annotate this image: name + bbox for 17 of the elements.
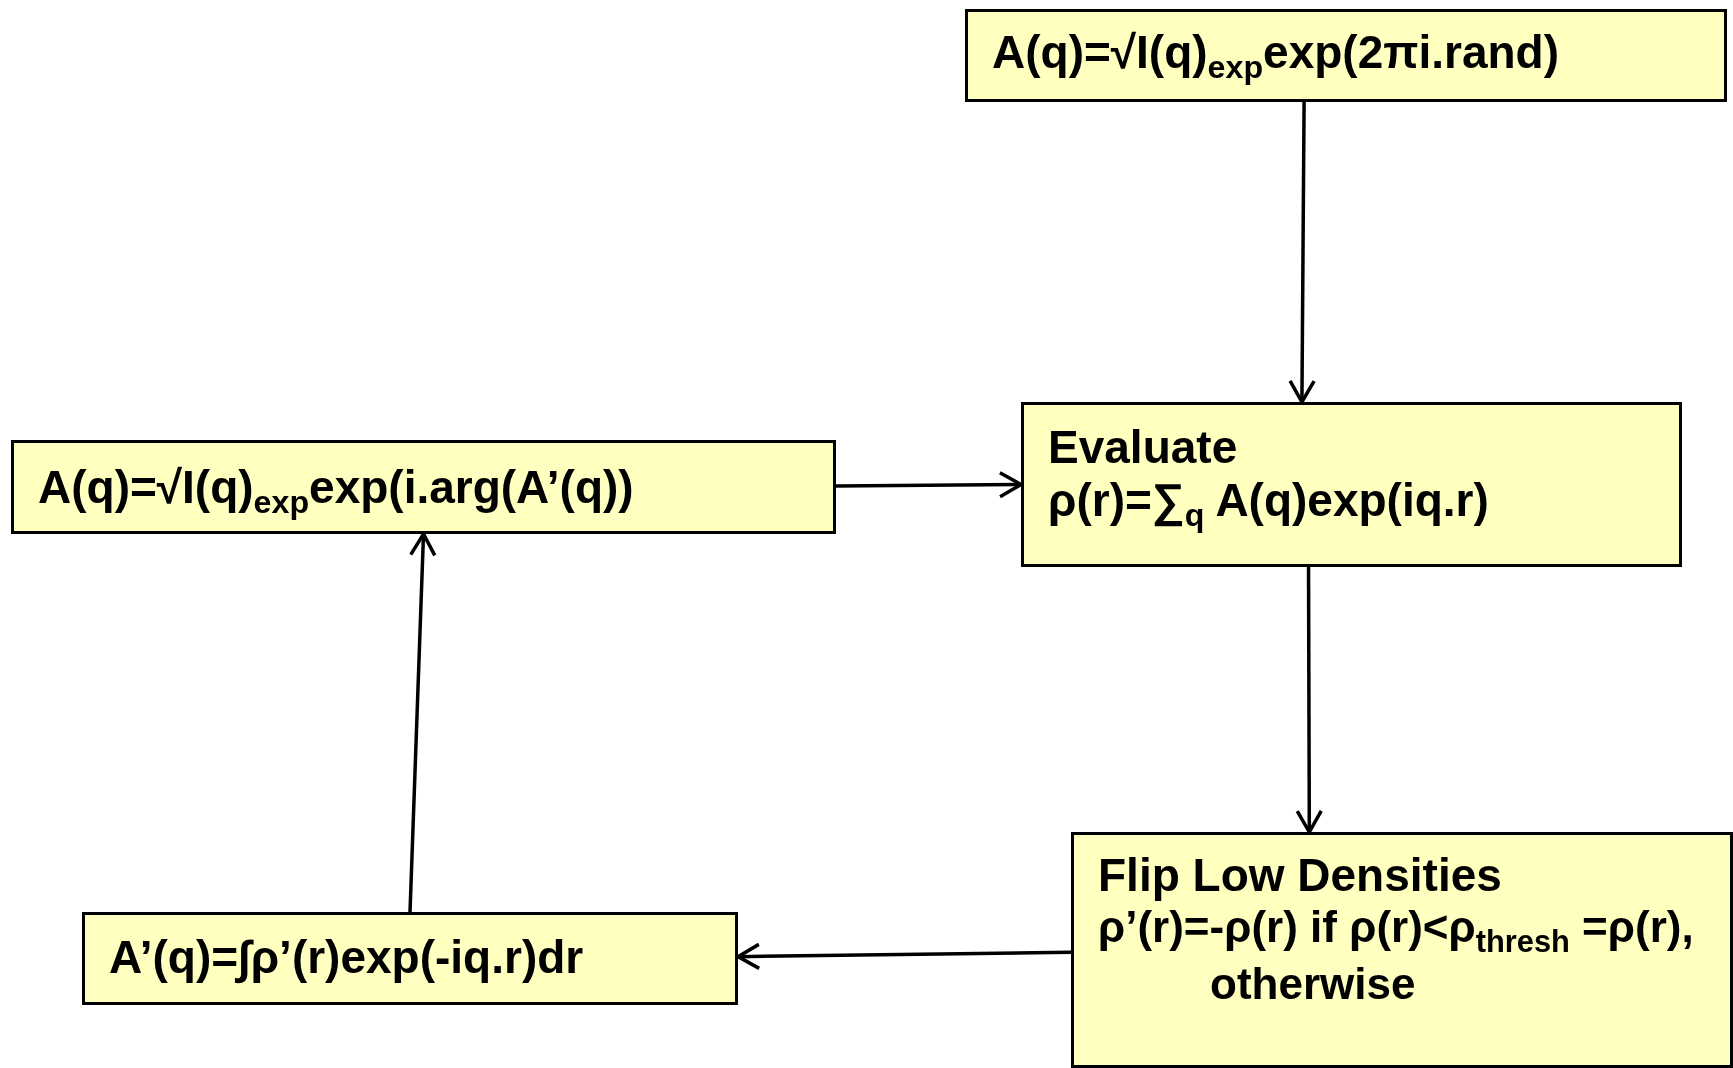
formula-text: A(q)=√I(q)$_{exp}$exp(2πi.rand): [992, 26, 1560, 87]
formula-box: [965, 9, 1727, 102]
arrow: [836, 470, 1023, 499]
formula-text: A(q)=√I(q)$_{exp}$exp(i.arg(A’(q)): [38, 461, 635, 522]
arrow: [736, 942, 1072, 971]
formula-text: A’(q)=∫ρ’(r)exp(-iq.r)dr: [109, 931, 585, 984]
arrow: [408, 532, 437, 913]
arrow: [1295, 567, 1323, 834]
formula-text: ρ’(r)=-ρ(r) if ρ(r)<ρ$_{thresh}$ =ρ(r), otherwise: [1098, 901, 1695, 1010]
box-heading: Evaluate: [1048, 421, 1239, 474]
formula-text: ρ(r)=∑$_{q}$ A(q)exp(iq.r): [1048, 473, 1490, 535]
formula-box: [11, 440, 836, 534]
box-heading: Flip Low Densities: [1098, 849, 1503, 902]
arrow: [1288, 102, 1316, 404]
process-box: [1021, 402, 1682, 567]
process-box: [1071, 832, 1733, 1068]
formula-box: [82, 912, 738, 1005]
